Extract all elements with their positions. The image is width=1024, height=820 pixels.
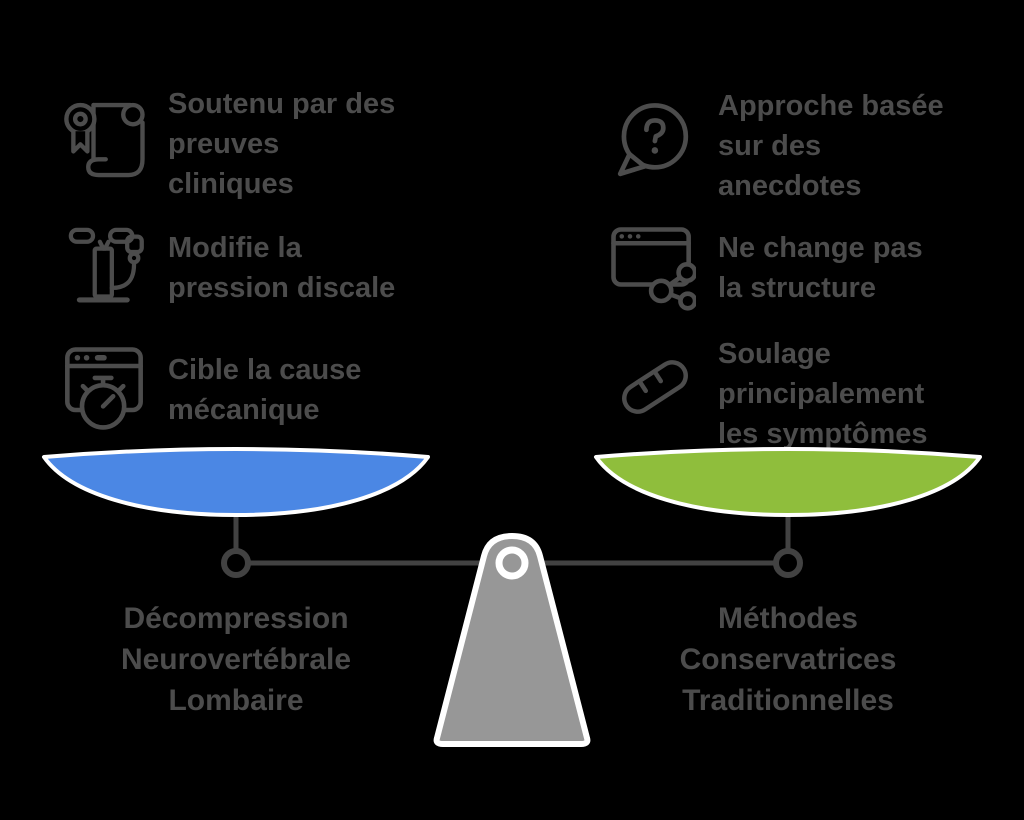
text-line: Décompression <box>123 602 349 635</box>
right-item-3-text: Soulage principalement les symptômes <box>718 334 928 454</box>
text-line: la structure <box>718 272 876 304</box>
certificate-scroll-icon <box>64 102 145 178</box>
text-line: Cible la cause <box>168 354 362 386</box>
text-line: pression discale <box>168 272 396 304</box>
browser-stopwatch-icon <box>65 347 143 430</box>
text-line: sur des <box>718 130 822 162</box>
fulcrum <box>433 533 591 747</box>
text-line: Approche basée <box>718 90 944 122</box>
text-line: cliniques <box>168 168 294 200</box>
left-dish <box>42 447 430 517</box>
text-line: anecdotes <box>718 170 862 202</box>
text-line: mécanique <box>168 394 320 426</box>
text-line: les symptômes <box>718 418 928 450</box>
text-line: Soulage <box>718 338 831 370</box>
browser-share-icon <box>611 227 696 311</box>
pivot-ring <box>495 546 529 580</box>
left-item-2-text: Modifie la pression discale <box>168 228 395 308</box>
air-pump-icon <box>68 227 144 303</box>
right-beam-ring <box>773 548 803 578</box>
right-item-1-text: Approche basée sur des anecdotes <box>718 86 944 206</box>
left-item-1-text: Soutenu par des preuves cliniques <box>168 84 395 204</box>
right-scale-label: Méthodes Conservatrices Traditionnelles <box>608 598 968 721</box>
left-scale-label: Décompression Neurovertébrale Lombaire <box>56 598 416 721</box>
text-line: preuves <box>168 128 280 160</box>
left-beam-ring <box>221 548 251 578</box>
text-line: Traditionnelles <box>682 684 894 717</box>
question-bubble-icon <box>617 103 689 177</box>
text-line: principalement <box>718 378 925 410</box>
text-line: Soutenu par des <box>168 88 396 120</box>
left-item-3-text: Cible la cause mécanique <box>168 350 361 430</box>
text-line: Neurovertébrale <box>120 643 352 676</box>
text-line: Méthodes <box>717 602 858 635</box>
bandage-icon <box>622 360 688 414</box>
text-line: Lombaire <box>168 684 304 717</box>
right-dish <box>594 447 982 517</box>
text-line: Modifie la <box>168 232 302 264</box>
text-line: Ne change pas <box>718 232 923 264</box>
right-item-2-text: Ne change pas la structure <box>718 228 923 308</box>
text-line: Conservatrices <box>679 643 897 676</box>
